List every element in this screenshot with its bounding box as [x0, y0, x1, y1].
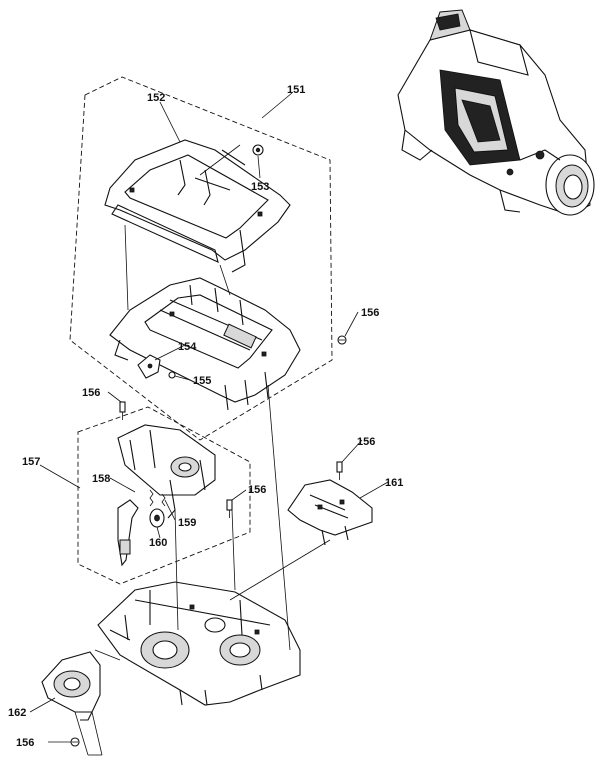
screw-156-center: [226, 499, 233, 518]
part-154-lever: [137, 354, 161, 379]
callout-159: 159: [178, 517, 196, 529]
callout-152: 152: [147, 92, 165, 104]
callout-151: 151: [287, 84, 305, 96]
screw-156-upper-right: [336, 461, 343, 480]
part-155-screw: [168, 371, 176, 379]
callout-158: 158: [92, 473, 110, 485]
callout-156-center: 156: [248, 484, 266, 496]
callout-162: 162: [8, 707, 26, 719]
callout-labels: 152 151 153 156 154 155 156 156 157 158 …: [8, 84, 403, 749]
callout-155: 155: [193, 375, 211, 387]
callout-156-bottom: 156: [16, 737, 34, 749]
callout-156-upper-right: 156: [357, 436, 375, 448]
part-157-reel-assembly: [117, 424, 216, 519]
part-162-cover: [41, 651, 101, 721]
main-chassis: [97, 581, 301, 706]
screw-156-right: [337, 335, 347, 345]
part-159-spring: [149, 489, 166, 507]
part-160-roller: [149, 508, 165, 528]
callout-160: 160: [149, 537, 167, 549]
part-158-arm: [117, 499, 139, 567]
callout-156-right: 156: [361, 307, 379, 319]
assembly-151-boundary: [69, 76, 333, 441]
part-153-screw: [252, 144, 264, 156]
leader-lines: [29, 92, 389, 756]
part-151-mechanism-chassis: [109, 277, 301, 411]
callout-161: 161: [385, 477, 403, 489]
callout-156-top-left: 156: [82, 387, 100, 399]
screw-156-top-left: [119, 401, 126, 420]
screw-156-bottom: [70, 737, 80, 747]
callout-157: 157: [22, 456, 40, 468]
part-161-bracket: [287, 479, 373, 546]
assembly-157-boundary: [77, 406, 251, 585]
callout-153: 153: [251, 181, 269, 193]
camcorder-illustration: [397, 9, 595, 216]
callout-154: 154: [178, 341, 197, 353]
part-152-cassette-holder-frame: [104, 139, 291, 273]
